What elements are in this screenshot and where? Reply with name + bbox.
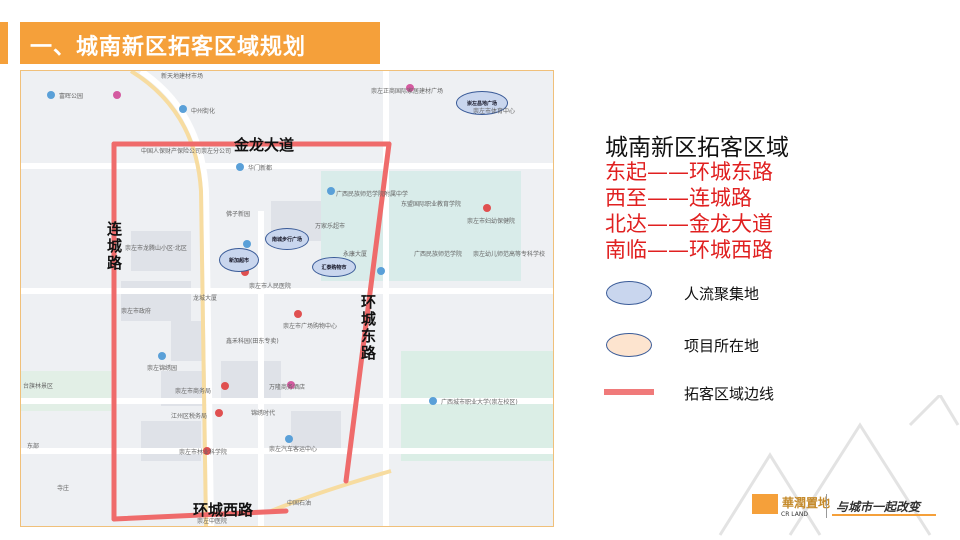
- poi-label: 广西民族师范学院: [414, 251, 463, 258]
- poi-label: 富晖公园: [59, 93, 84, 100]
- bound-west: 西至——连城路: [605, 186, 752, 210]
- poi-label: 鑫禾科园(田东专卖): [226, 338, 279, 345]
- crowd-spot-center-top[interactable]: 南城步行广场: [265, 228, 309, 250]
- poi-label: 万家乐超市: [315, 223, 346, 230]
- poi-label: 华门新都: [248, 165, 273, 172]
- legend-crowd-label: 人流聚集地: [684, 285, 760, 303]
- road-label-north: 金龙大道: [234, 136, 295, 154]
- poi-label: 佛子新园: [226, 211, 251, 218]
- poi-label: 崇左幼儿师范高等专科学校: [473, 251, 546, 258]
- poi-label: 崇左市林业科学院: [179, 449, 228, 456]
- poi-label: 东部: [27, 443, 40, 450]
- poi-label: 台旗林景区: [23, 383, 54, 390]
- legend-boundary-swatch: [604, 389, 654, 395]
- poi-label: 崇左市广场购物中心: [283, 323, 338, 330]
- poi-label: 锦绣时代: [251, 410, 276, 417]
- poi-label: 万隆商务酒店: [269, 384, 306, 391]
- logo-subtitle: CR LAND: [781, 511, 808, 518]
- decor-triangles: [718, 395, 960, 536]
- poi-label: 广西民族师范学院附属中学: [336, 191, 409, 198]
- crowd-spot-center-left[interactable]: 新加超市: [219, 248, 259, 272]
- poi-label: 新天地建材市场: [161, 73, 204, 80]
- poi-label: 广西城市职业大学(崇左校区): [441, 399, 518, 406]
- poi-label: 中国人保财产保险公司崇左分公司: [141, 148, 232, 155]
- legend-boundary-label: 拓客区域边线: [684, 385, 775, 403]
- logo-divider: [826, 494, 827, 518]
- poi-label: 崇左中医院: [197, 518, 228, 525]
- poi-label: 东盟国际职业教育学院: [401, 201, 462, 208]
- poi-label: 永康大厦: [343, 251, 368, 258]
- road-label-south: 环城西路: [193, 501, 254, 519]
- road-label-east: 环城东路: [359, 294, 377, 362]
- poi-label: 崇左市商务局: [175, 388, 212, 395]
- poi-label: 崇左锦绣园: [147, 365, 178, 372]
- boundary-line: [111, 141, 392, 522]
- legend-crowd-swatch: [606, 281, 652, 305]
- poi-label: 崇左市龙腾山小区·北区: [125, 245, 187, 252]
- legend-project-swatch: [606, 333, 652, 357]
- logo-icon: [752, 494, 778, 514]
- page-title: 一、城南新区拓客区域规划: [30, 35, 307, 60]
- poi-label: 寺庄: [57, 485, 70, 492]
- map-panel[interactable]: 崇左昌地广场 南城步行广场 新加超市 汇泰购物市 金龙大道 连城路 环城东路 环…: [20, 70, 554, 527]
- poi-label: 中国石油: [287, 500, 312, 507]
- bound-south: 南临——环城西路: [605, 238, 773, 262]
- crowd-spot-top-right[interactable]: 崇左昌地广场: [456, 91, 508, 115]
- road-label-west: 连城路: [105, 221, 123, 272]
- poi-label: 崇左市体育中心: [473, 108, 516, 115]
- poi-label: 江州区税务局: [171, 413, 208, 420]
- legend-project-label: 项目所在地: [684, 337, 760, 355]
- brand-slogan: 与城市一起改变: [836, 500, 921, 514]
- crowd-spot-center-right[interactable]: 汇泰购物市: [312, 257, 356, 277]
- poi-label: 崇左汽车客运中心: [269, 446, 318, 453]
- map-canvas: [21, 71, 553, 526]
- title-bar: [20, 22, 380, 64]
- poi-label: 崇左市人民医院: [249, 283, 292, 290]
- poi-label: 崇左市妇幼保健院: [467, 218, 516, 225]
- poi-label: 中州街化: [191, 108, 216, 115]
- park-area: [401, 351, 553, 461]
- bound-north: 北达——金龙大道: [605, 212, 773, 236]
- poi-label: 崇左市政府: [121, 308, 152, 315]
- slogan-underline: [832, 514, 936, 516]
- poi-label: 崇左正商国际家居建材广场: [371, 88, 444, 95]
- bound-east: 东起——环城东路: [605, 160, 773, 184]
- poi-label: 龙城大厦: [193, 295, 218, 302]
- logo-text: 華潤置地: [782, 496, 831, 510]
- scenic-area: [21, 371, 111, 411]
- region-title: 城南新区拓客区域: [605, 135, 789, 161]
- title-accent: [0, 22, 8, 64]
